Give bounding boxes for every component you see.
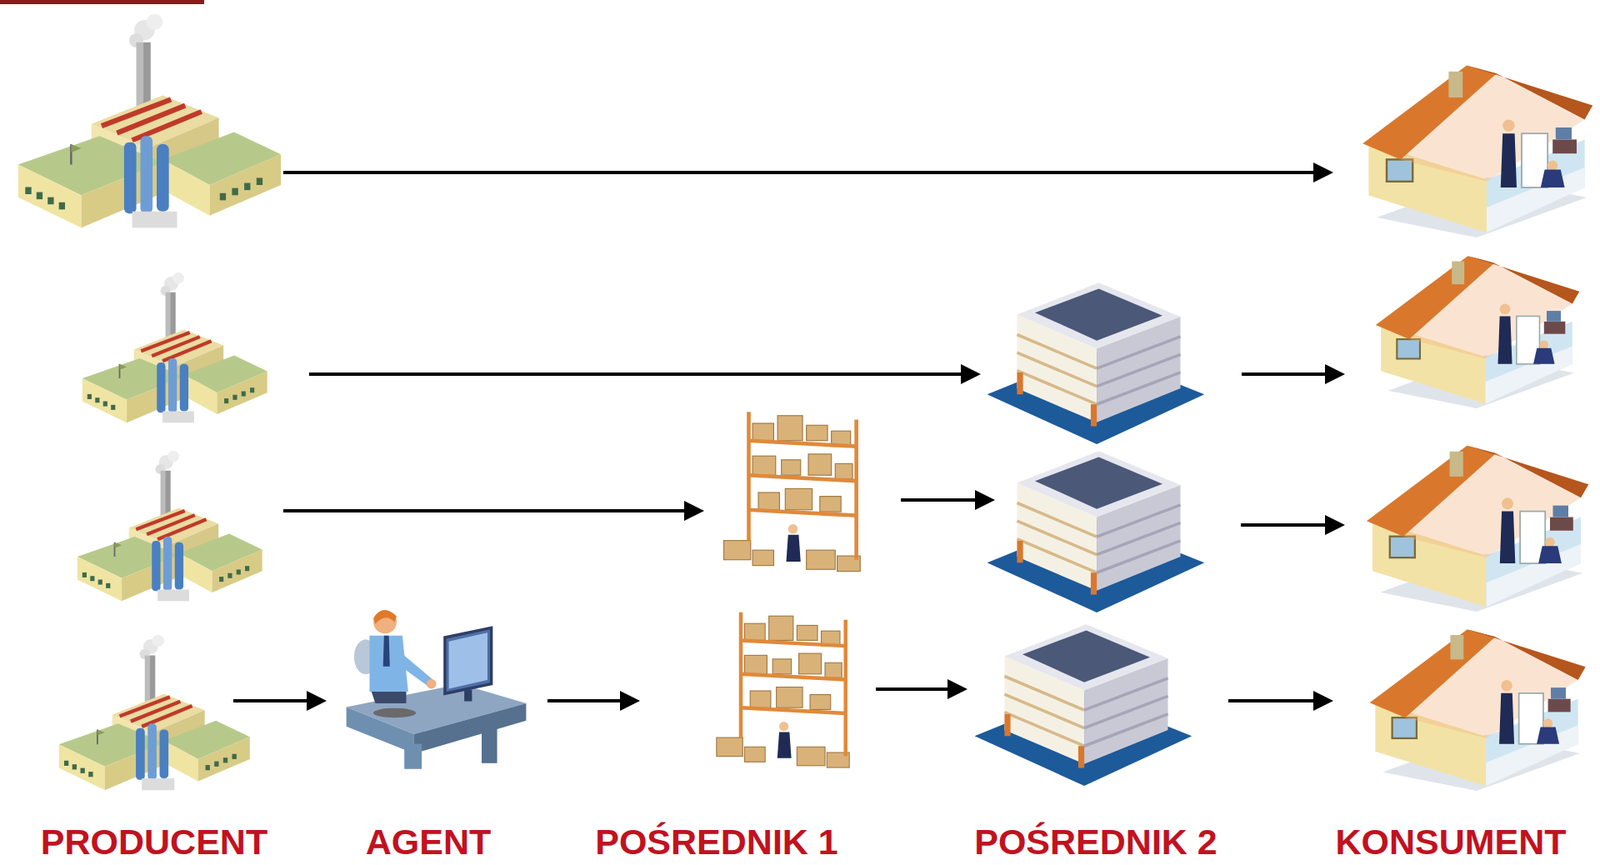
column-label: POŚREDNIK 2 [970,823,1221,861]
agent-figure [346,610,527,770]
column-label: PRODUCENT [37,823,271,861]
flow-arrows [233,172,1342,701]
column-label: KONSUMENT [1331,823,1570,861]
producer-factories [18,14,281,791]
column-label: POŚREDNIK 1 [591,823,842,861]
warehouse-shelves [716,411,860,768]
column-label: AGENT [362,823,495,861]
consumer-houses [1362,65,1593,791]
retail-buildings [975,282,1205,786]
corner-bar [0,0,205,5]
